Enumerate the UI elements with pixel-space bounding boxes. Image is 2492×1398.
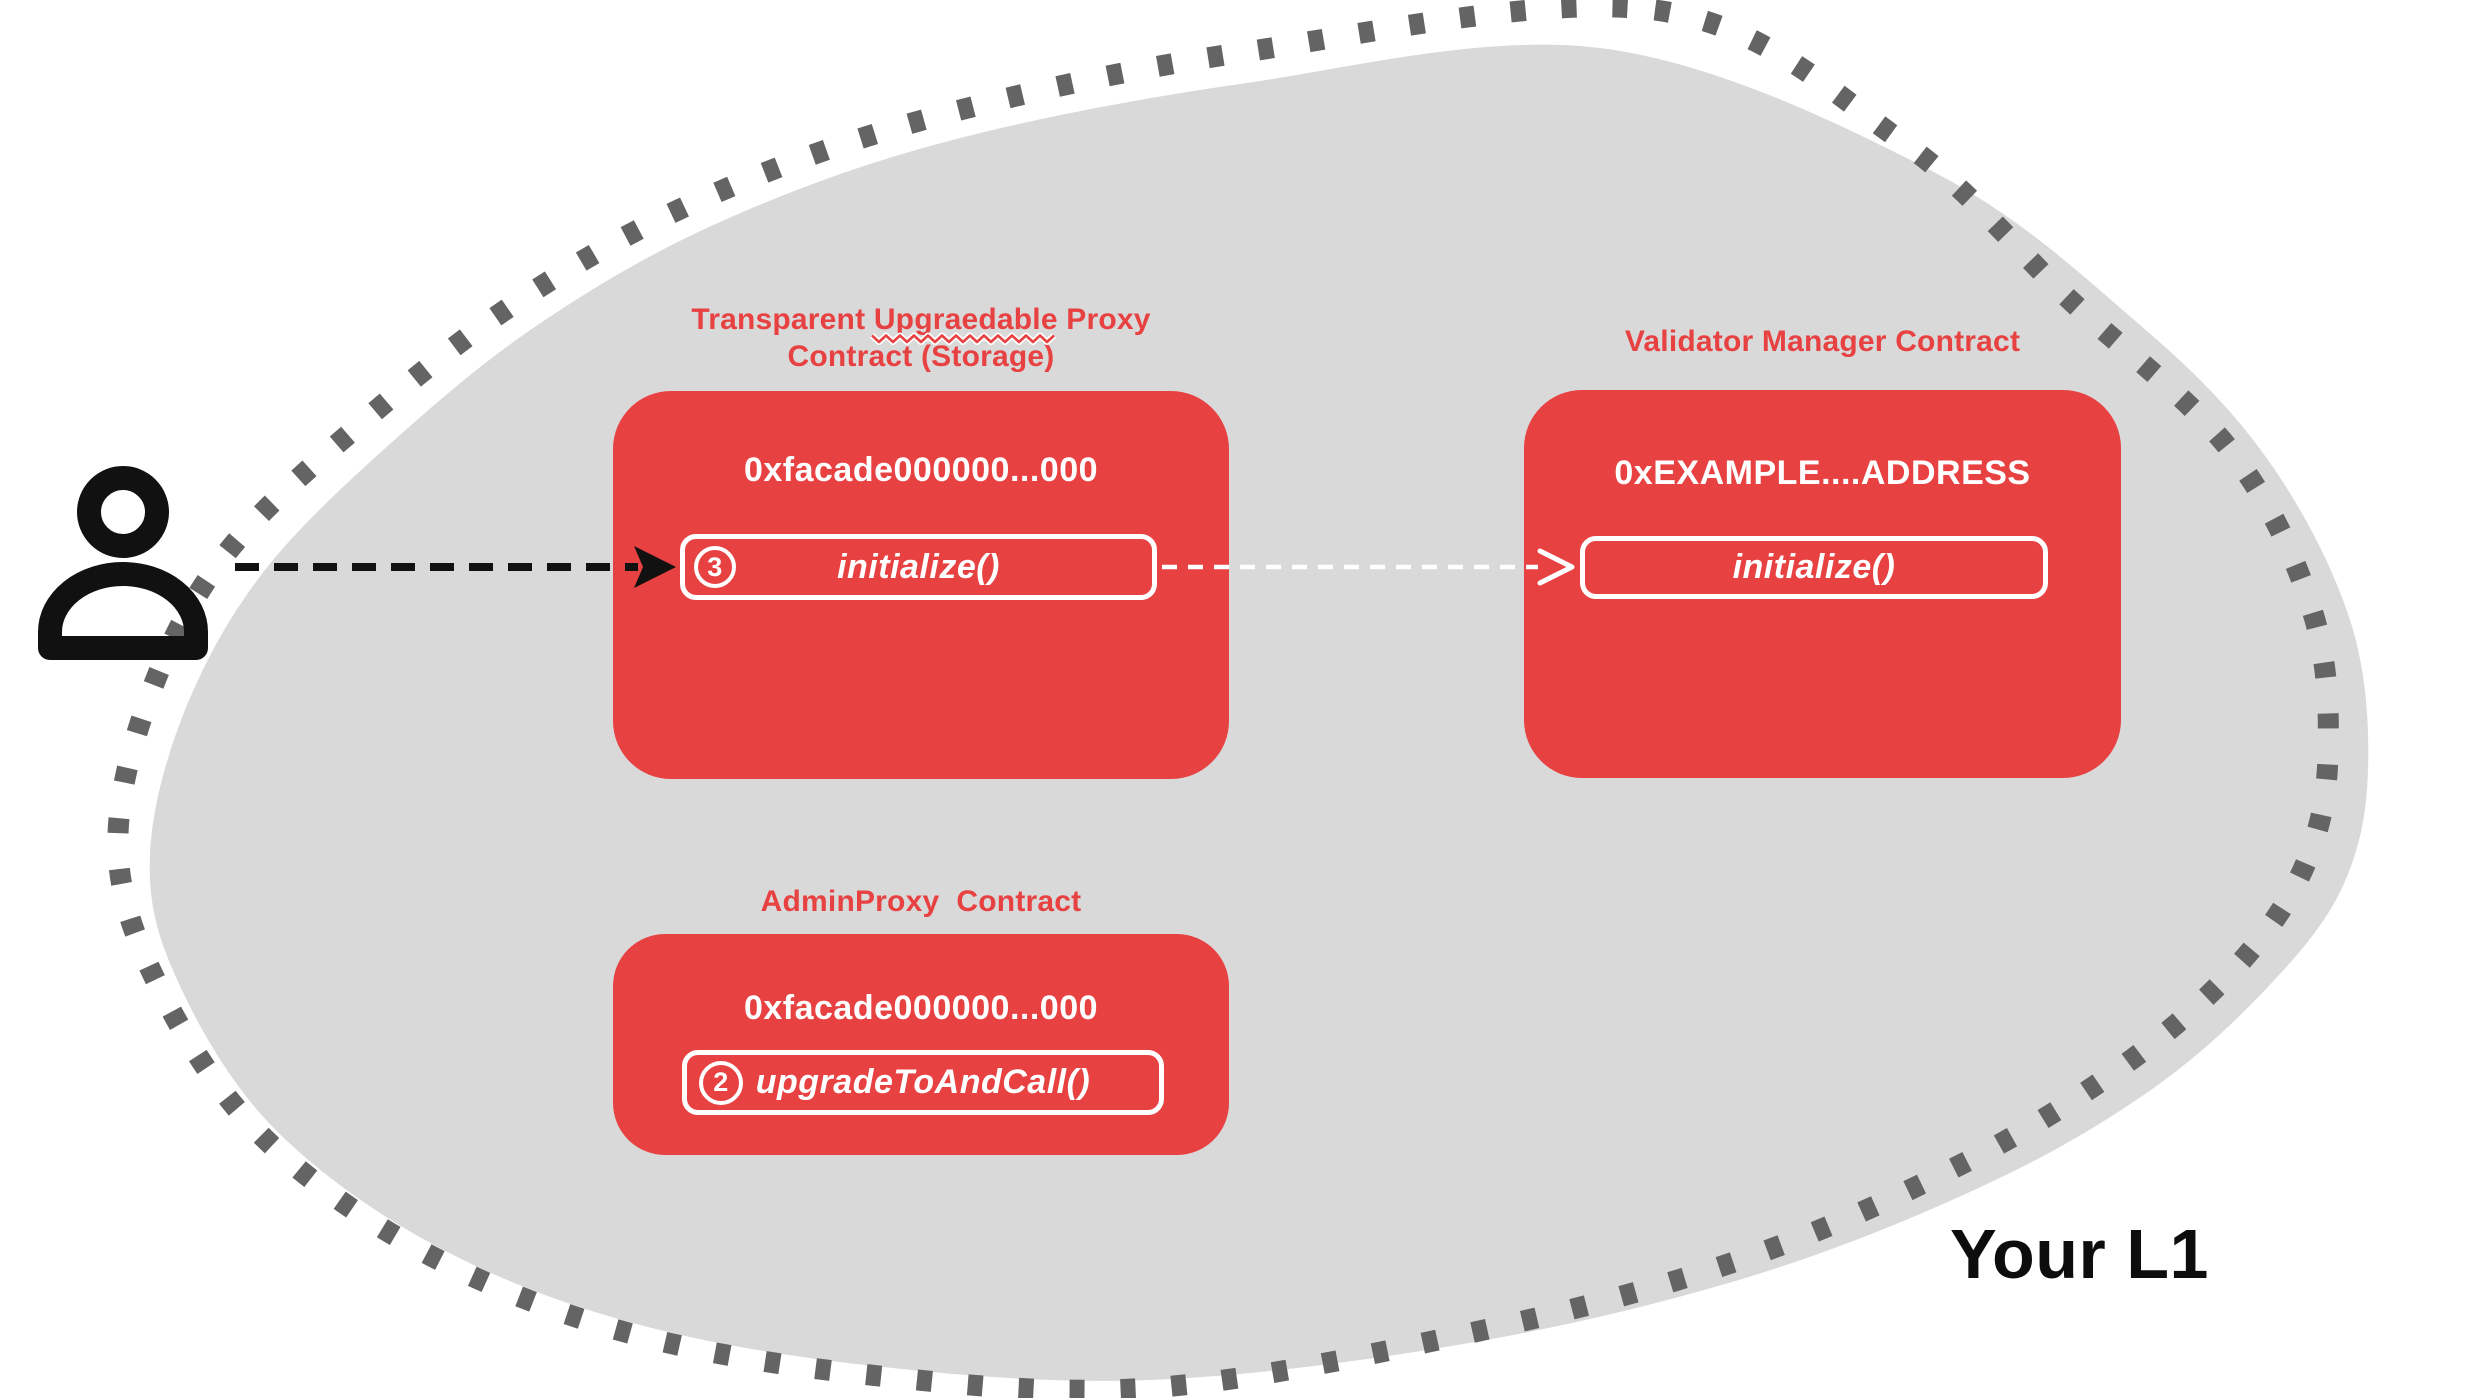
admin-contract-address: 0xfacade000000...000 [743, 989, 1099, 1027]
proxy-contract-box: 0xfacade000000...000 3 initialize() [613, 391, 1229, 779]
user-head-icon [77, 466, 169, 558]
proxy-title-post: Proxy [1057, 303, 1151, 336]
proxy-to-validator-arrow [1162, 548, 1575, 586]
validator-contract-box: 0xEXAMPLE....ADDRESS initialize() [1524, 390, 2121, 778]
admin-upgrade-to-and-call-button: 2 upgradeToAndCall() [682, 1050, 1164, 1115]
user-to-proxy-arrow [235, 546, 676, 588]
proxy-contract-title-line2: Contract (Storage) [787, 340, 1055, 373]
misspelled-word: Upgraedable [869, 303, 1058, 345]
step-3-badge: 3 [694, 546, 736, 588]
proxy-to-validator-arrowhead-icon [1537, 548, 1575, 586]
user-to-proxy-arrowhead-icon [634, 546, 676, 588]
proxy-title-pre: Transparent [691, 303, 874, 336]
misspelled-word-text: Upgraedable [873, 303, 1058, 336]
admin-method-label: upgradeToAndCall() [755, 1063, 1091, 1101]
proxy-contract-address: 0xfacade000000...000 [743, 451, 1099, 489]
validator-contract-address: 0xEXAMPLE....ADDRESS [1614, 454, 2031, 492]
spellcheck-squiggle-icon [869, 332, 1056, 345]
user-body-icon [38, 562, 208, 660]
proxy-contract-title: Transparent Upgraedable Proxy Contract (… [563, 301, 1279, 375]
validator-contract-title: Validator Manager Contract [1624, 325, 2021, 358]
admin-contract-title: AdminProxy Contract [760, 885, 1082, 918]
proxy-initialize-button: 3 initialize() [680, 534, 1157, 600]
l1-region-dotted-border [107, 0, 2339, 1398]
your-l1-label: Your L1 [1950, 1215, 2209, 1293]
admin-contract-box: 0xfacade000000...000 2 upgradeToAndCall(… [613, 934, 1229, 1155]
proxy-method-label: initialize() [837, 547, 1000, 586]
validator-initialize-button: initialize() [1580, 536, 2048, 599]
proxy-contract-title-line1: Transparent Upgraedable Proxy [563, 301, 1279, 345]
step-2-badge: 2 [699, 1060, 743, 1105]
validator-method-label: initialize() [1732, 548, 1896, 586]
